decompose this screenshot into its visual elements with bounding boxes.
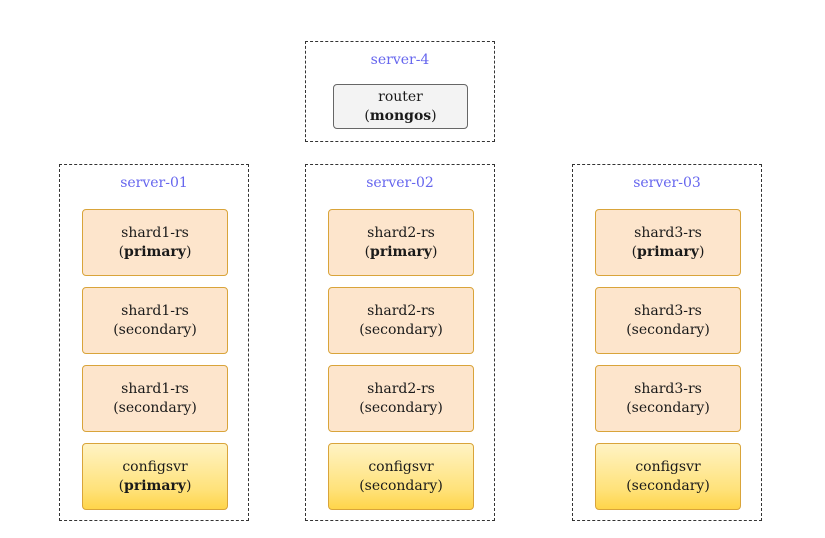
shard-node: shard2-rs (secondary) xyxy=(328,365,474,432)
shard-node: shard3-rs (secondary) xyxy=(595,365,741,432)
shard-node: shard2-rs (primary) xyxy=(328,209,474,276)
server-01-box: server-01 shard1-rs (primary) shard1-rs … xyxy=(59,164,249,521)
node-name: shard2-rs xyxy=(367,302,435,319)
node-role: (secondary) xyxy=(359,321,443,338)
node-role: (secondary) xyxy=(626,477,710,494)
node-name: shard3-rs xyxy=(634,224,702,241)
configsvr-node: configsvr (secondary) xyxy=(328,443,474,510)
node-name: configsvr xyxy=(122,458,188,475)
node-name: shard1-rs xyxy=(121,302,189,319)
shard-node: shard1-rs (secondary) xyxy=(82,287,228,354)
node-role: (secondary) xyxy=(626,321,710,338)
node-role: (secondary) xyxy=(359,477,443,494)
server-title: server-4 xyxy=(370,52,430,68)
node-role: (mongos) xyxy=(364,107,437,124)
server-03-box: server-03 shard3-rs (primary) shard3-rs … xyxy=(572,164,762,521)
node-role: (secondary) xyxy=(359,399,443,416)
node-role: (primary) xyxy=(118,243,192,260)
node-role: (primary) xyxy=(631,243,705,260)
configsvr-node: configsvr (secondary) xyxy=(595,443,741,510)
server-title: server-02 xyxy=(366,175,434,191)
shard-node: shard2-rs (secondary) xyxy=(328,287,474,354)
node-role: (secondary) xyxy=(113,399,197,416)
node-role: (secondary) xyxy=(626,399,710,416)
server-4-box: server-4 router (mongos) xyxy=(305,41,495,142)
node-role: (primary) xyxy=(118,477,192,494)
shard-node: shard3-rs (secondary) xyxy=(595,287,741,354)
node-name: shard2-rs xyxy=(367,224,435,241)
node-role: (secondary) xyxy=(113,321,197,338)
node-role: (primary) xyxy=(364,243,438,260)
node-name: configsvr xyxy=(368,458,434,475)
configsvr-node: configsvr (primary) xyxy=(82,443,228,510)
node-name: shard1-rs xyxy=(121,224,189,241)
node-name: configsvr xyxy=(635,458,701,475)
shard-node: shard3-rs (primary) xyxy=(595,209,741,276)
server-02-box: server-02 shard2-rs (primary) shard2-rs … xyxy=(305,164,495,521)
server-title: server-03 xyxy=(633,175,701,191)
node-name: shard1-rs xyxy=(121,380,189,397)
shard-node: shard1-rs (secondary) xyxy=(82,365,228,432)
node-name: shard3-rs xyxy=(634,302,702,319)
node-name: shard3-rs xyxy=(634,380,702,397)
node-name: shard2-rs xyxy=(367,380,435,397)
shard-node: shard1-rs (primary) xyxy=(82,209,228,276)
server-title: server-01 xyxy=(120,175,188,191)
node-name: router xyxy=(378,88,423,105)
router-node: router (mongos) xyxy=(333,84,468,129)
